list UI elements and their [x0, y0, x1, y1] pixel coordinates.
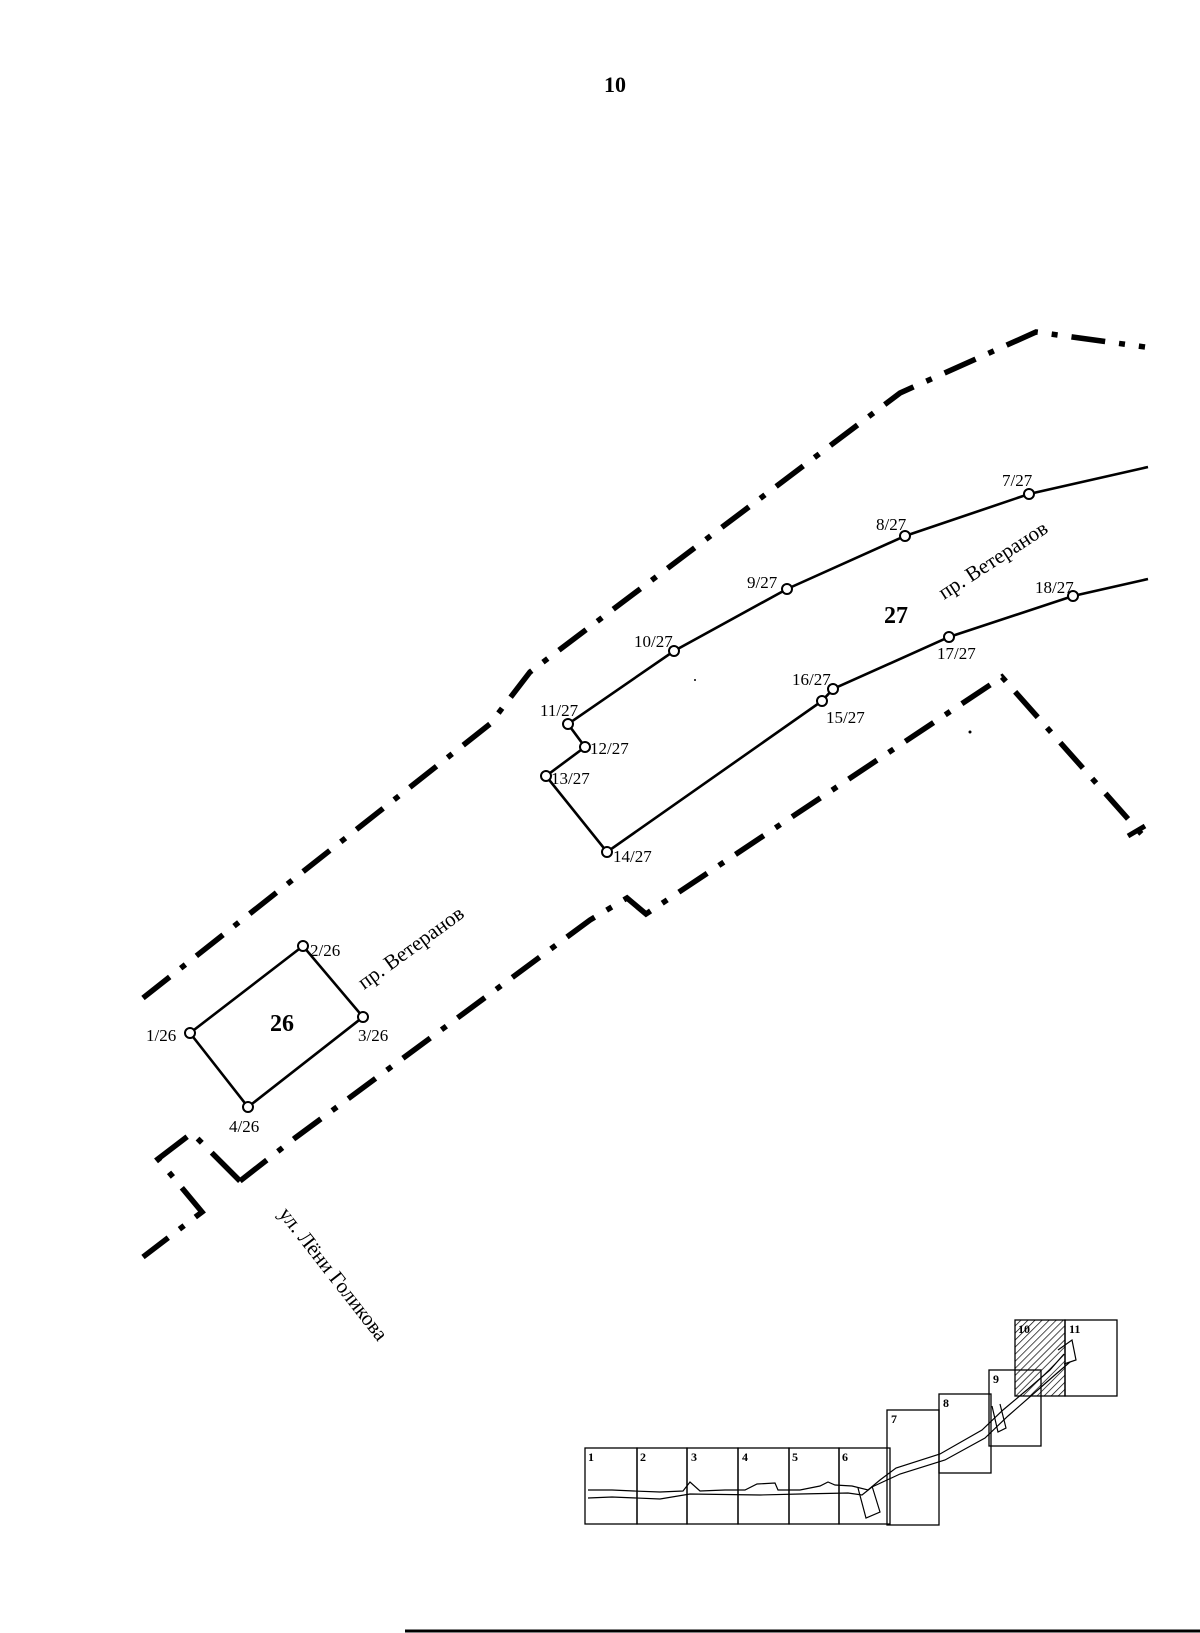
road-boundary-lower [238, 673, 1148, 1184]
parcel-number-26: 26 [270, 1011, 294, 1037]
vertex-1-26 [184, 1027, 196, 1039]
point-label-4-26: 4/26 [229, 1117, 259, 1136]
key-sheet-8 [938, 1393, 992, 1474]
point-label-7-27: 7/27 [1002, 471, 1033, 490]
key-label-5: 5 [792, 1450, 798, 1464]
key-parcel-shape-end [857, 1485, 881, 1519]
parcel-26-vertices [184, 940, 369, 1113]
key-label-9: 9 [993, 1372, 999, 1386]
vertex-10-27 [668, 645, 680, 657]
key-sheet-11 [1064, 1319, 1118, 1397]
vertex-11-27 [562, 718, 574, 730]
point-label-15-27: 15/27 [826, 708, 865, 727]
key-label-8: 8 [943, 1396, 949, 1410]
vertex-14-27 [601, 846, 613, 858]
vertex-4-26 [242, 1101, 254, 1113]
key-label-6: 6 [842, 1450, 848, 1464]
key-label-10: 10 [1018, 1322, 1030, 1336]
vertex-13-27 [540, 770, 552, 782]
key-label-11: 11 [1069, 1322, 1080, 1336]
point-label-11-27: 11/27 [540, 701, 579, 720]
vertex-18-27 [1067, 590, 1079, 602]
vertex-9-27 [781, 583, 793, 595]
page-number: 10 [604, 72, 626, 97]
key-sheet-7 [886, 1409, 940, 1526]
key-sheet-6 [838, 1447, 891, 1525]
key-parcel-shape-9 [991, 1403, 1007, 1433]
point-label-17-27: 17/27 [937, 644, 976, 663]
parcel-27-vertices [540, 488, 1079, 858]
point-label-9-27: 9/27 [747, 573, 778, 592]
vertex-3-26 [357, 1011, 369, 1023]
key-label-7: 7 [891, 1412, 897, 1426]
key-road-path-edge [587, 1361, 1071, 1500]
stray-mark [968, 730, 972, 734]
key-parcel-shape-10 [1057, 1338, 1077, 1365]
key-road-path [588, 1353, 1065, 1493]
point-label-2-26: 2/26 [310, 941, 340, 960]
road-boundary-lower-tail [141, 1129, 242, 1260]
point-label-10-27: 10/27 [634, 632, 673, 651]
road-boundary-upper [141, 329, 1146, 1001]
stray-mark [694, 679, 696, 681]
vertex-16-27 [827, 683, 839, 695]
point-label-8-27: 8/27 [876, 515, 907, 534]
key-label-1: 1 [588, 1450, 594, 1464]
point-label-12-27: 12/27 [590, 739, 629, 758]
key-label-2: 2 [640, 1450, 646, 1464]
parcel-number-27: 27 [884, 603, 908, 629]
vertex-15-27 [816, 695, 828, 707]
key-label-3: 3 [691, 1450, 697, 1464]
key-sheet-10 [1014, 1319, 1066, 1397]
key-map-labels: 1 2 3 4 5 6 7 8 9 10 11 [588, 1322, 1080, 1464]
vertex-2-26 [297, 940, 309, 952]
vertex-12-27 [579, 741, 591, 753]
vertex-17-27 [943, 631, 955, 643]
vertex-7-27 [1023, 488, 1035, 500]
vertex-8-27 [899, 530, 911, 542]
point-label-3-26: 3/26 [358, 1026, 388, 1045]
key-map [584, 1319, 1118, 1526]
street-label-veteranov-lower: пр. Ветеранов [353, 901, 469, 994]
point-label-1-26: 1/26 [146, 1026, 176, 1045]
road-boundary-lower-end [1126, 823, 1147, 839]
point-label-13-27: 13/27 [551, 769, 590, 788]
key-label-4: 4 [742, 1450, 748, 1464]
point-label-16-27: 16/27 [792, 670, 831, 689]
point-label-14-27: 14/27 [613, 847, 652, 866]
street-label-leni-golikova: ул. Лёни Голикова [274, 1202, 393, 1346]
point-label-18-27: 18/27 [1035, 578, 1074, 597]
parcel-27-north-boundary [544, 465, 1149, 854]
